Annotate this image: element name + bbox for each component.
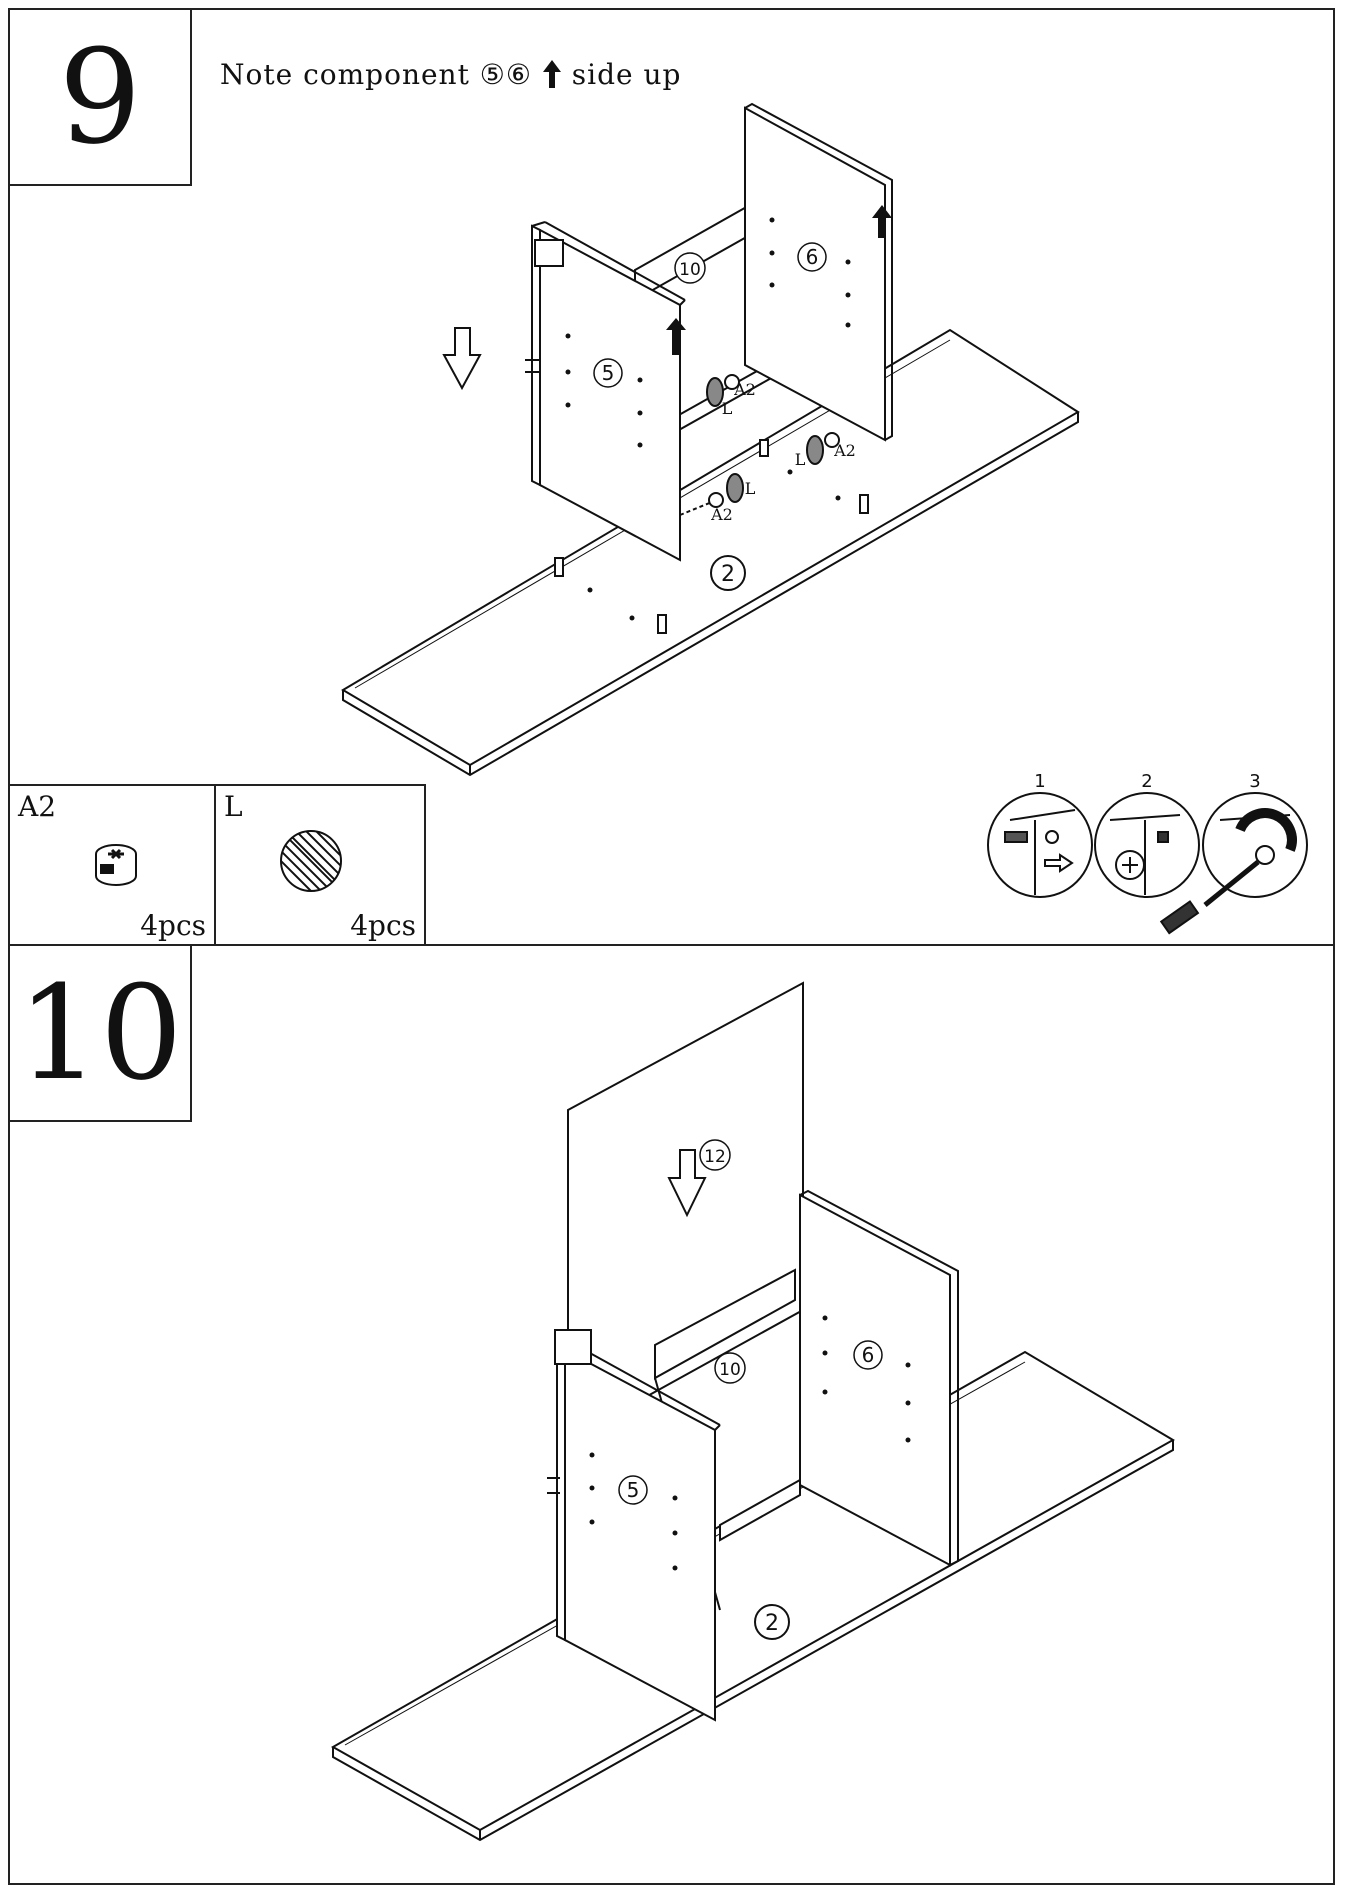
cam-lock-instructions <box>987 792 1308 935</box>
down-arrow-icon <box>442 327 482 391</box>
label-l-3: L <box>745 479 756 498</box>
step-9-note: Note component ⑤⑥ side up <box>220 58 681 91</box>
step-10-diagram <box>330 981 1175 1842</box>
part-l-qty: 4pcs <box>350 909 416 942</box>
step-9-number: 9 <box>8 8 192 186</box>
part-a2-code: A2 <box>18 790 57 823</box>
panel-6-step9 <box>744 102 893 442</box>
step-10-number: 10 <box>8 944 192 1122</box>
instruction-step-3: 3 <box>1249 771 1260 792</box>
label-l-2: L <box>795 450 806 469</box>
part-a2-box: A2 4pcs <box>8 784 216 946</box>
panel-6-up-arrow-icon <box>872 205 892 238</box>
label-l-1: L <box>722 399 733 418</box>
label-panel-6-step10: 6 <box>862 1343 875 1367</box>
label-a2-1: A2 <box>733 380 756 399</box>
label-panel-6-step9: 6 <box>806 245 819 269</box>
part-l-box: L 4pcs <box>214 784 426 946</box>
step-10-down-arrow-icon <box>667 1149 707 1218</box>
panel-5-up-arrow-icon <box>666 318 686 355</box>
note-text: Note component ⑤⑥ <box>220 58 532 91</box>
label-panel-5-step10: 5 <box>627 1478 640 1502</box>
up-arrow-icon <box>542 60 561 88</box>
step-divider <box>8 944 1335 946</box>
label-a2-3: A2 <box>710 505 733 524</box>
label-a2-2: A2 <box>833 441 856 460</box>
instruction-step-2: 2 <box>1141 771 1152 792</box>
part-a2-qty: 4pcs <box>140 909 206 942</box>
note-suffix: side up <box>571 58 682 91</box>
label-panel-12: 12 <box>704 1147 726 1167</box>
part-l-code: L <box>224 790 243 823</box>
wooden-dowel-icon <box>280 830 342 892</box>
label-panel-2-step9: 2 <box>721 562 735 587</box>
instruction-step-1: 1 <box>1034 771 1045 792</box>
label-panel-5-step9: 5 <box>602 361 615 385</box>
label-panel-10-step9: 10 <box>679 260 701 280</box>
cam-lock-icon <box>95 844 137 886</box>
panel-5-step9 <box>531 221 686 562</box>
label-panel-10-step10: 10 <box>719 1360 741 1380</box>
label-panel-2-step10: 2 <box>765 1611 779 1636</box>
